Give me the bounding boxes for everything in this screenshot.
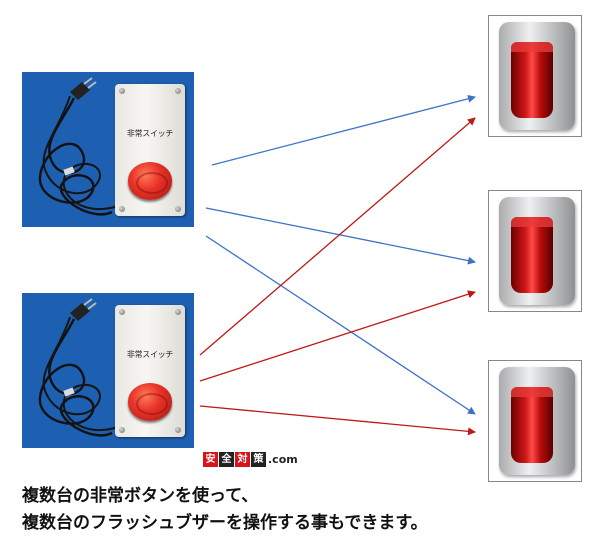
site-logo: 安 全 対 策 .com <box>203 451 298 467</box>
switch-box: 非常スイッチ <box>115 84 185 216</box>
flash-buzzer-photo-1 <box>488 15 582 137</box>
screw <box>175 88 181 94</box>
power-cord-icon <box>38 77 119 216</box>
switch-label: 非常スイッチ <box>126 350 174 359</box>
buzzer-frame <box>499 22 575 130</box>
flash-buzzer-photo-3 <box>488 360 582 482</box>
buzzer-frame <box>499 367 575 475</box>
caption-line-2: 複数台のフラッシュブザーを操作する事もできます。 <box>22 513 428 533</box>
red-lamp-icon <box>511 42 553 118</box>
emergency-switch-photo-2: 非常スイッチ <box>22 293 194 448</box>
buzzer-frame <box>499 197 575 305</box>
logo-char: 策 <box>251 451 266 467</box>
red-lamp-icon <box>511 217 553 293</box>
red-lamp-icon <box>511 387 553 463</box>
arrow-s2-b1 <box>199 117 476 356</box>
logo-suffix: .com <box>268 452 298 466</box>
logo-char: 安 <box>203 451 218 467</box>
arrow-s1-b2 <box>205 207 476 265</box>
arrow-s2-b2 <box>199 290 476 382</box>
screw <box>119 309 125 315</box>
caption: 複数台の非常ボタンを使って、 複数台のフラッシュブザーを操作する事もできます。 <box>22 483 582 537</box>
emergency-button <box>128 162 172 200</box>
arrow-s1-b3 <box>205 235 476 415</box>
arrow-s1-b1 <box>211 94 476 166</box>
emergency-switch-photo-1: 非常スイッチ <box>22 72 194 227</box>
switch-box: 非常スイッチ <box>115 305 185 437</box>
arrow-s2-b3 <box>199 405 476 436</box>
screw <box>175 206 181 212</box>
power-cord-icon <box>38 298 119 437</box>
screw <box>119 88 125 94</box>
switch-label: 非常スイッチ <box>126 129 174 138</box>
logo-char: 対 <box>235 451 250 467</box>
logo-char: 全 <box>219 451 234 467</box>
emergency-button <box>128 383 172 421</box>
screw <box>175 309 181 315</box>
flash-buzzer-photo-2 <box>488 190 582 312</box>
screw <box>119 206 125 212</box>
screw <box>119 427 125 433</box>
screw <box>175 427 181 433</box>
caption-line-1: 複数台の非常ボタンを使って、 <box>22 486 259 506</box>
